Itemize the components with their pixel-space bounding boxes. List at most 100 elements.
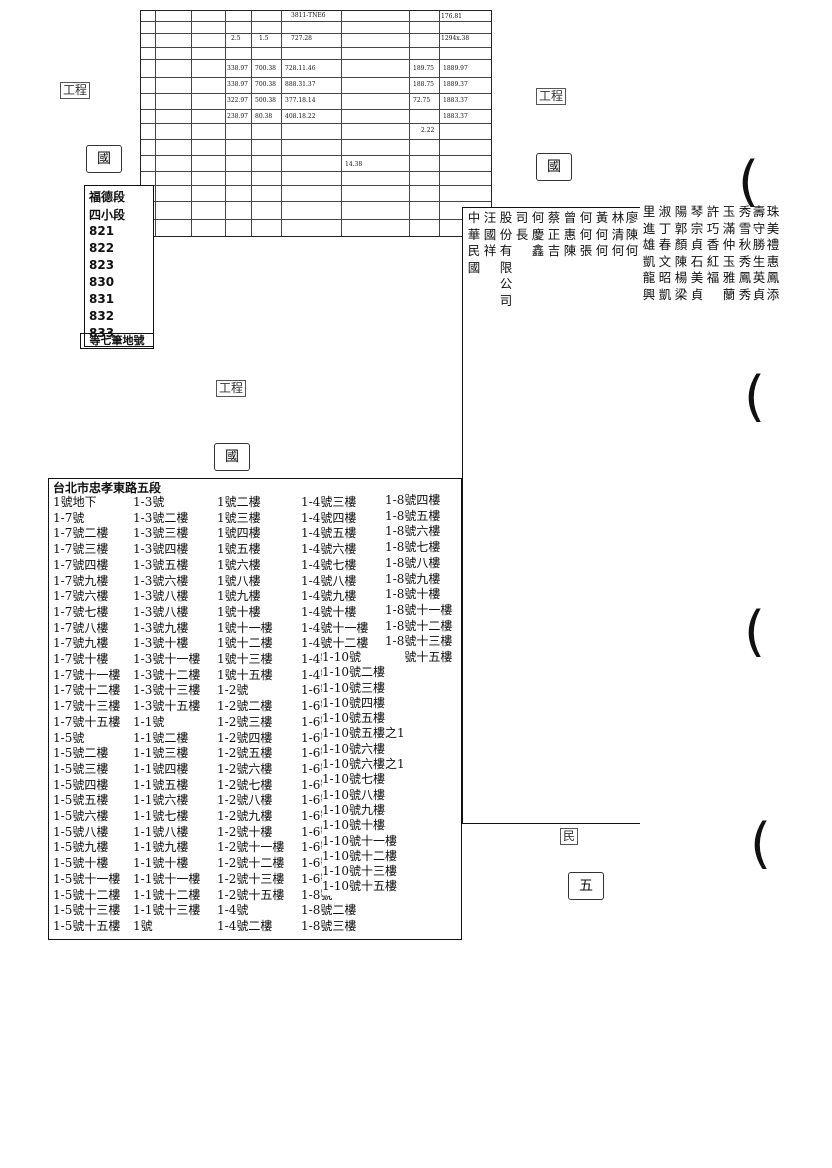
seal-stamp: 國: [536, 153, 572, 181]
address-entry: 1-10號九樓: [322, 802, 385, 817]
address-entry: 1號十五樓: [217, 667, 273, 682]
address-entry: 1-10號六樓之1: [322, 757, 405, 772]
address-entry: 1-5號二樓: [53, 746, 109, 761]
address-entry: 1-2號八樓: [217, 793, 273, 808]
address-entry: 1-4號四樓: [301, 510, 357, 525]
form-row-divider: [141, 219, 491, 220]
address-entry: 1-10號十二樓: [322, 848, 397, 863]
form-row-divider: [141, 93, 491, 94]
address-entry: 1-4號十樓: [301, 604, 357, 619]
form-row-divider: [141, 185, 491, 186]
address-entry: 1-7號十五樓: [53, 714, 121, 729]
form-row-divider: [141, 33, 491, 34]
seal-stamp: 國: [214, 443, 250, 471]
engineering-stamp: 工程: [536, 88, 567, 105]
address-entry: 1-2號六樓: [217, 761, 273, 776]
name-column: 琴宗貞石美貞: [690, 204, 704, 302]
address-entry: 1-5號八樓: [53, 824, 109, 839]
name-column: 汪國祥: [483, 210, 497, 259]
address-entry: 1-1號七樓: [133, 809, 189, 824]
address-entry: 1-10號五樓: [322, 711, 385, 726]
form-cell: 1889.97: [443, 65, 468, 72]
address-entry: 1-1號六樓: [133, 793, 189, 808]
name-column: 秀雪秋秀鳳秀: [738, 204, 752, 302]
name-column: 許巧香紅福: [706, 204, 720, 286]
form-cell: 238.97: [227, 113, 248, 120]
form-val-a: 2.5: [231, 35, 241, 42]
address-entry: 1-7號九樓: [53, 636, 109, 651]
address-entry: 1-1號三樓: [133, 746, 189, 761]
address-entry: 1-7號六樓: [53, 589, 109, 604]
form-col-divider: [251, 11, 252, 236]
address-entry: 1號四樓: [217, 526, 261, 541]
owner-names-sheet: 中華民國 汪國祥 股份有限公司 司長 何慶鑫 蔡正吉 曾惠陳 何何張 黃何何 林…: [462, 207, 644, 824]
address-entry: 1-2號十二樓: [217, 856, 285, 871]
address-entry: 1號: [133, 918, 153, 933]
address-entry: 1-4號十一樓: [301, 620, 369, 635]
address-entry: 1-8號十樓: [385, 587, 441, 602]
address-entry: 1-4號五樓: [301, 526, 357, 541]
form-cell: 338.97: [227, 65, 248, 72]
address-entry: 1-8號十三樓: [385, 634, 453, 649]
address-entry: 1-10號五樓之1: [322, 726, 405, 741]
name-column: 曾惠陳: [563, 210, 577, 259]
address-entry: 1-5號十樓: [53, 856, 109, 871]
form-footer-val: 14.38: [345, 161, 363, 168]
address-entry: 1-7號十一樓: [53, 667, 121, 682]
address-entry: 1-5號: [53, 730, 85, 745]
address-entry: 1-4號八樓: [301, 573, 357, 588]
address-entry: 1-1號: [133, 714, 165, 729]
form-col-divider: [225, 11, 226, 236]
address-entry: 1-2號五樓: [217, 746, 273, 761]
form-row-divider: [141, 77, 491, 78]
form-cell: 728.11.46: [285, 65, 316, 72]
name-column: 何何張: [579, 210, 593, 259]
address-entry: 1-7號十二樓: [53, 683, 121, 698]
form-cell: 888.31.37: [285, 81, 316, 88]
form-row-divider: [141, 201, 491, 202]
form-row-divider: [141, 171, 491, 172]
address-entry: 1-1號五樓: [133, 777, 189, 792]
address-entry: 1-4號六樓: [301, 542, 357, 557]
address-entry: 1-1號十樓: [133, 856, 189, 871]
name-column: 淑丁春文昭凱: [658, 204, 672, 302]
address-entry: 1-7號四樓: [53, 557, 109, 572]
address-entry: 1-3號十一樓: [133, 652, 201, 667]
address-entry: 1-10號七樓: [322, 772, 385, 787]
address-entry: 1號二樓: [217, 495, 261, 509]
form-row-divider: [141, 47, 491, 48]
address-entry: 1-1號九樓: [133, 840, 189, 855]
owner-names-sheet-right: 里進雄凱龍興 淑丁春文昭凱 陽郭顏陳楊梁 琴宗貞石美貞 許巧香紅福 玉滿仲玉雅蘭…: [640, 200, 782, 825]
address-entry: 1號十樓: [217, 604, 261, 619]
address-entry: 1-5號十三樓: [53, 903, 121, 918]
address-entry: 1-5號九樓: [53, 840, 109, 855]
address-entry: 1-10號十五樓: [322, 879, 397, 894]
form-col-divider: [439, 11, 440, 236]
engineering-stamp: 民: [560, 828, 579, 845]
address-entry: 1-4號七樓: [301, 557, 357, 572]
engineering-stamp: 工程: [60, 82, 91, 99]
address-entry: 1-1號二樓: [133, 730, 189, 745]
name-column: 何慶鑫: [531, 210, 545, 259]
form-cell: 1889.37: [443, 81, 468, 88]
address-entry: 1-7號十樓: [53, 652, 109, 667]
form-col-divider: [191, 11, 192, 236]
name-column: 林清何: [611, 210, 625, 259]
form-col-divider: [155, 11, 156, 236]
parcel-number: 821: [89, 224, 115, 238]
address-entry: 1-10號八樓: [322, 787, 385, 802]
address-entry: 1-1號十二樓: [133, 887, 201, 902]
form-col-divider: [341, 11, 342, 236]
address-entry: 1號十三樓: [217, 652, 273, 667]
form-cell: 189.75: [413, 65, 434, 72]
address-entry: 1-3號十樓: [133, 636, 189, 651]
address-entry: 1-4號九樓: [301, 589, 357, 604]
address-entry: 1-2號二樓: [217, 699, 273, 714]
form-col-divider: [281, 11, 282, 236]
name-column: 壽守勝生英貞: [752, 204, 766, 302]
address-entry: 1-10號十三樓: [322, 864, 397, 879]
address-entry: 1-7號三樓: [53, 542, 109, 557]
address-entry: 1-3號三樓: [133, 526, 189, 541]
